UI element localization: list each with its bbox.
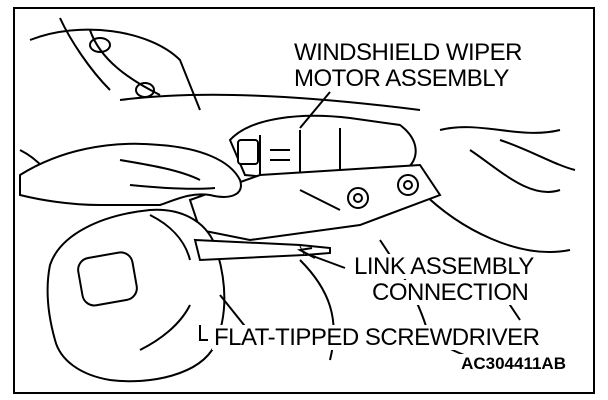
label-wiper-motor-line1: WINDSHIELD WIPER (292, 39, 525, 66)
mounting-bracket (188, 163, 442, 242)
upper-hand (19, 142, 242, 206)
label-wiper-motor-line2: MOTOR ASSEMBLY (292, 65, 511, 92)
label-link-line1: LINK ASSEMBLY (352, 253, 536, 280)
label-link-line2: CONNECTION (370, 279, 531, 306)
label-screwdriver: FLAT-TIPPED SCREWDRIVER (212, 324, 542, 351)
lower-hand (46, 208, 226, 383)
figure-code: AC304411AB (459, 354, 568, 374)
flat-tipped-screwdriver (77, 238, 331, 307)
figure-border (13, 7, 595, 394)
